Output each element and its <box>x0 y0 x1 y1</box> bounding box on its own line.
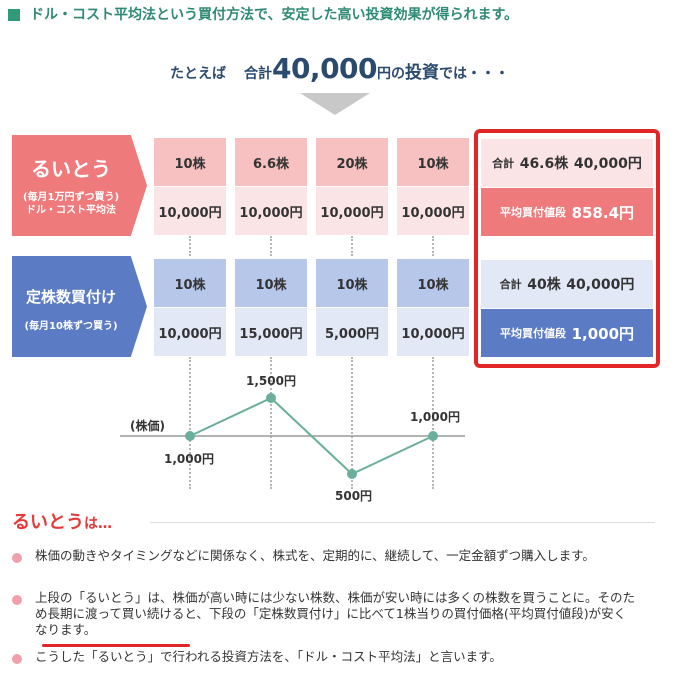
connector-line <box>270 236 272 256</box>
ruito-shares-2: 6.6株 <box>235 138 307 186</box>
paragraph-2-highlight: (平均買付値段) <box>503 606 589 621</box>
ruito-average: 平均買付値段 858.4円 <box>481 188 653 236</box>
bullet-icon <box>12 553 22 563</box>
price-point-1 <box>185 431 195 441</box>
fixed-shares-2: 10株 <box>235 259 307 307</box>
chart-y-label: (株価) <box>130 419 165 433</box>
ruito-title: るいとう <box>31 157 111 181</box>
intro-part3: 円の <box>377 66 406 82</box>
fixed-total-shares: 40株 <box>527 277 561 293</box>
section-title: るいとうは… <box>12 508 112 534</box>
price-point-2 <box>266 393 276 403</box>
ruito-shares-3: 20株 <box>316 138 388 186</box>
ruito-amount-1: 10,000円 <box>154 187 226 235</box>
paragraph-1: 株価の動きやタイミングなどに関係なく、株式を、定期的に、継続して、一定金額ずつ購… <box>35 548 595 563</box>
fixed-amount-3: 5,000円 <box>316 308 388 356</box>
fixed-subtitle: (毎月10株ずつ買う) <box>24 321 118 332</box>
data-label-3: 500円 <box>335 489 373 503</box>
ruito-row-label: るいとう (毎月1万円ずつ買う) ドル・コスト平均法 <box>12 135 147 236</box>
connector-line <box>351 357 353 489</box>
connector-line <box>432 357 434 489</box>
intro-part2: 合計 <box>243 66 272 82</box>
ruito-total-amount: 40,000円 <box>573 156 642 172</box>
fixed-amount-4: 10,000円 <box>397 308 469 356</box>
ruito-shares-4: 10株 <box>397 138 469 186</box>
data-label-4: 1,000円 <box>410 410 460 424</box>
connector-line <box>432 236 434 256</box>
price-point-3 <box>347 469 357 479</box>
header-square-icon <box>8 9 20 21</box>
intro-amount: 40,000 <box>271 52 378 85</box>
connector-line <box>270 357 272 489</box>
paragraph-2-end: が安くなります。 <box>35 606 627 637</box>
fixed-row-label: 定株数買付け (毎月10株ずつ買う) <box>12 256 147 357</box>
ruito-avg-label: 平均買付値段 <box>499 206 566 219</box>
connector-line <box>351 236 353 256</box>
fixed-shares-4: 10株 <box>397 259 469 307</box>
section-title-main: るいとう <box>12 512 84 533</box>
ruito-shares-1: 10株 <box>154 138 226 186</box>
fixed-amount-2: 15,000円 <box>235 308 307 356</box>
fixed-title: 定株数買付け <box>25 288 116 306</box>
fixed-avg-label: 平均買付値段 <box>499 327 566 340</box>
data-label-1: 1,000円 <box>164 452 214 466</box>
fixed-total-amount: 40,000円 <box>566 277 635 293</box>
fixed-avg-value: 1,000円 <box>571 324 635 343</box>
price-series-line <box>189 396 434 476</box>
section-title-suffix: は… <box>84 516 112 532</box>
intro-part1: たとえば <box>169 66 226 82</box>
bullet-icon <box>12 595 22 605</box>
intro-part5: では・・・ <box>439 66 510 82</box>
ruito-total-label: 合計 <box>492 157 515 170</box>
price-line-chart <box>120 393 465 479</box>
paragraph-3: こうした「るいとう」で行われる投資方法を、「ドル・コスト平均法」と言います。 <box>35 649 502 664</box>
price-point-4 <box>428 431 438 441</box>
fixed-shares-3: 10株 <box>316 259 388 307</box>
ruito-sub1: (毎月1万円ずつ買う) <box>22 192 120 203</box>
ruito-amount-3: 10,000円 <box>316 187 388 235</box>
bullet-icon <box>12 654 22 664</box>
ruito-subtitle: (毎月1万円ずつ買う) ドル・コスト平均法 <box>12 191 130 217</box>
summary-box: 合計 46.6株 40,000円 平均買付値段 858.4円 合計 40株 40… <box>474 129 660 368</box>
ruito-amount-4: 10,000円 <box>397 187 469 235</box>
section-divider <box>150 522 655 523</box>
paragraph-2-main: 上段の「るいとう」は、株価が高い時には少ない株数、株価が安い時には多くの株数を買… <box>35 590 636 621</box>
fixed-total: 合計 40株 40,000円 <box>481 260 653 308</box>
fixed-amount-1: 10,000円 <box>154 308 226 356</box>
ruito-sub2: ドル・コスト平均法 <box>26 205 116 216</box>
intro-part4: 投資 <box>405 63 440 83</box>
ruito-avg-value: 858.4円 <box>571 203 635 222</box>
ruito-total-shares: 46.6株 <box>519 156 569 172</box>
ruito-total: 合計 46.6株 40,000円 <box>481 139 653 187</box>
paragraph-2: 上段の「るいとう」は、株価が高い時には少ない株数、株価が安い時には多くの株数を買… <box>35 590 635 638</box>
down-arrow-icon <box>300 93 370 115</box>
fixed-average: 平均買付値段 1,000円 <box>481 309 653 357</box>
fixed-total-label: 合計 <box>499 278 522 291</box>
intro-line: たとえば 合計40,000円の投資では・・・ <box>0 52 679 85</box>
header-text: ドル・コスト平均法という買付方法で、安定した高い投資効果が得られます。 <box>30 7 519 23</box>
ruito-amount-2: 10,000円 <box>235 187 307 235</box>
data-label-2: 1,500円 <box>246 374 296 388</box>
fixed-shares-1: 10株 <box>154 259 226 307</box>
connector-line <box>189 357 191 489</box>
connector-line <box>189 236 191 256</box>
highlight-underline <box>42 644 190 647</box>
